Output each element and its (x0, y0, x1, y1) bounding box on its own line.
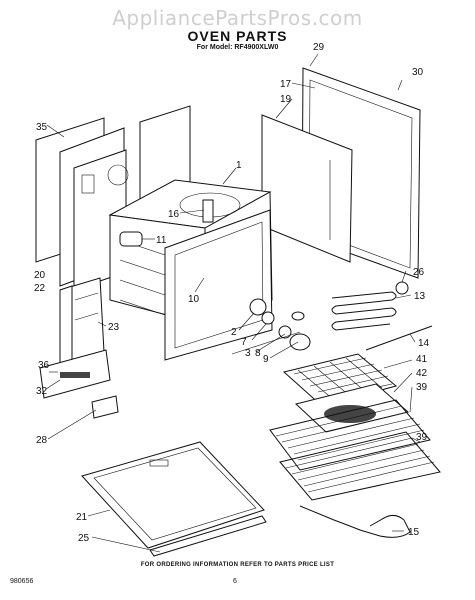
oven-bottom-21 (81, 441, 265, 549)
control-panel-36 (39, 349, 111, 399)
callout-30: 30 (412, 67, 424, 78)
callout-23: 23 (108, 322, 120, 333)
callout-9: 9 (263, 354, 269, 365)
oven-rack-lower-39 (279, 431, 441, 501)
callout-32: 32 (36, 386, 48, 397)
callout-7: 7 (241, 337, 247, 348)
vent-strip-25 (149, 515, 267, 557)
callout-8: 8 (255, 348, 261, 359)
callout-14: 14 (418, 338, 430, 349)
rack-rod-14 (365, 325, 433, 351)
model-subtitle: For Model: RF4900XLW0 (196, 44, 279, 51)
document-code: 980656 (10, 578, 34, 585)
callout-28: 28 (36, 435, 48, 446)
watermark: AppliancePartsPros.com (112, 6, 363, 30)
callout-20: 20 (34, 270, 46, 281)
callout-10: 10 (188, 294, 200, 305)
callout-11: 11 (156, 235, 167, 246)
callout-19: 19 (280, 94, 292, 105)
callout-22: 22 (34, 283, 46, 294)
oven-rack-upper-39 (269, 399, 431, 471)
callout-16: 16 (168, 209, 180, 220)
callout-2: 2 (231, 327, 237, 338)
callout-1: 1 (236, 160, 242, 171)
page-number: 6 (233, 578, 237, 585)
insulation-panel-19 (261, 114, 353, 263)
ordering-note: FOR ORDERING INFORMATION REFER TO PARTS … (140, 562, 335, 568)
callout-15: 15 (408, 527, 420, 538)
callout-39-lower: 39 (416, 432, 428, 443)
callout-35: 35 (36, 122, 48, 133)
callout-17: 17 (280, 79, 292, 90)
callout-3: 3 (245, 348, 251, 359)
bracket-28 (91, 395, 119, 419)
callout-42: 42 (416, 368, 428, 379)
callout-21: 21 (76, 512, 88, 523)
callout-25: 25 (78, 533, 90, 544)
bake-element-13 (331, 281, 409, 331)
oven-cavity-1 (108, 179, 273, 361)
callout-36: 36 (38, 360, 50, 371)
callout-39-upper: 39 (416, 382, 428, 393)
leader-lines (45, 53, 421, 553)
oven-light-assembly (249, 298, 311, 351)
callout-41: 41 (416, 354, 428, 365)
callout-29: 29 (313, 42, 325, 53)
callout-26: 26 (413, 267, 425, 278)
broil-element-15 (299, 505, 411, 538)
callout-13: 13 (414, 291, 426, 302)
diagram-title: OVEN PARTS (187, 28, 288, 44)
